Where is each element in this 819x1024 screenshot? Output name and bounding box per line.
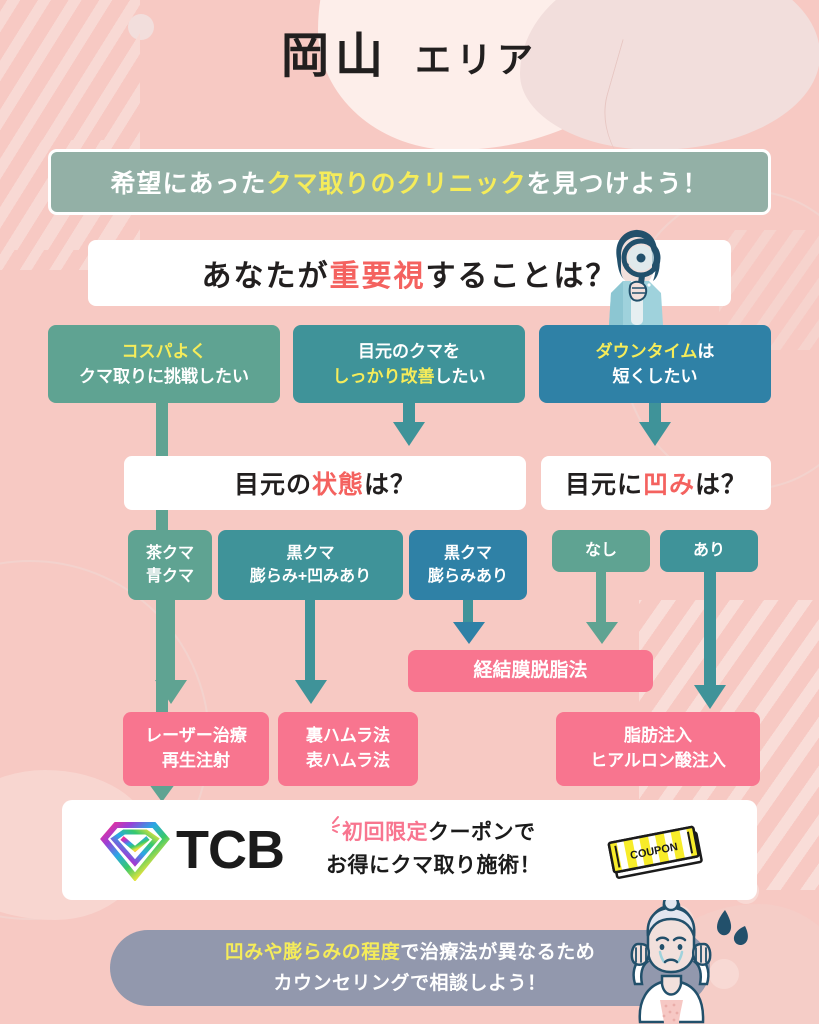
sub-option-black-bulge-hollow[interactable]: 黒クマ 膨らみ+凹みあり bbox=[218, 530, 403, 600]
sub-option-no-hollow[interactable]: なし bbox=[552, 530, 650, 572]
detective-magnifier-icon bbox=[609, 229, 663, 325]
decor-dot bbox=[709, 959, 739, 989]
main-question-accent: 重要視 bbox=[329, 260, 426, 293]
sub-option-line2: 膨らみあり bbox=[427, 568, 508, 585]
result-hamura[interactable]: 裏ハムラ法 表ハムラ法 bbox=[278, 712, 418, 786]
footer-line2: カウンセリングで相談しよう！ bbox=[273, 973, 547, 994]
main-question-prefix: あなたが bbox=[201, 260, 330, 293]
sub-option-brown-blue[interactable]: 茶クマ 青クマ bbox=[128, 530, 212, 600]
connector-arrowhead bbox=[155, 680, 187, 704]
option-line1: 目元のクマを bbox=[358, 341, 460, 361]
tcb-brand-text: TCB bbox=[176, 820, 285, 880]
sub-option-line1: 茶クマ bbox=[145, 544, 194, 562]
promo-accent: 初回限定 bbox=[341, 821, 428, 845]
option-cost-performance[interactable]: コスパよく クマ取りに挑戦したい bbox=[48, 325, 280, 403]
result-line2: 再生注射 bbox=[162, 751, 230, 770]
result-transconjunctival[interactable]: 経結膜脱脂法 bbox=[408, 650, 653, 692]
sub-option-line1: なし bbox=[584, 542, 617, 560]
connector-line bbox=[305, 598, 315, 683]
worried-woman-icon bbox=[630, 900, 712, 1024]
option-improve-dark-circles[interactable]: 目元のクマを しっかり改善したい bbox=[293, 325, 525, 403]
result-line2: ヒアルロン酸注入 bbox=[590, 751, 726, 770]
page-title: 岡山 エリア bbox=[0, 16, 819, 86]
coupon-ticket-icon: COUPON bbox=[607, 825, 703, 879]
footer-accent: 凹みや膨らみの程度 bbox=[224, 941, 401, 963]
connector-line bbox=[704, 570, 716, 690]
option-line2-suffix: したい bbox=[434, 367, 486, 386]
tcb-promo-banner[interactable]: TCB 初回限定クーポンで お得にクマ取り施術！ bbox=[62, 800, 757, 900]
question-suffix: は？ bbox=[695, 471, 748, 499]
question-accent: 凹み bbox=[642, 471, 695, 499]
question-accent: 状態 bbox=[311, 471, 364, 499]
footer-line1: 凹みや膨らみの程度で治療法が異なるため bbox=[225, 937, 596, 968]
connector-arrowhead bbox=[393, 422, 425, 446]
headline-prefix: 希望にあった bbox=[110, 170, 267, 198]
question-eye-hollow: 目元に凹みは？ bbox=[541, 456, 771, 510]
question-prefix: 目元に bbox=[564, 471, 643, 499]
footer-advice-banner: 凹みや膨らみの程度で治療法が異なるため カウンセリングで相談しよう！ bbox=[110, 930, 710, 1006]
option-line2: 短くしたい bbox=[612, 367, 698, 386]
option-short-downtime[interactable]: ダウンタイムは 短くしたい bbox=[539, 325, 771, 403]
result-line1: 裏ハムラ法 bbox=[305, 726, 391, 746]
sub-option-has-hollow[interactable]: あり bbox=[660, 530, 758, 572]
question-suffix: は？ bbox=[364, 471, 417, 499]
connector-line bbox=[649, 400, 661, 428]
result-fat-hyaluronic-injection[interactable]: 脂肪注入 ヒアルロン酸注入 bbox=[556, 712, 760, 786]
footer-rest: で治療法が異なるため bbox=[400, 941, 596, 963]
connector-arrowhead bbox=[639, 422, 671, 446]
option-line1-suffix: は bbox=[697, 341, 715, 361]
region-name: 岡山 bbox=[280, 30, 389, 83]
result-laser-regeneration[interactable]: レーザー治療 再生注射 bbox=[123, 712, 269, 786]
question-prefix: 目元の bbox=[233, 471, 312, 499]
result-line1: 経結膜脱脂法 bbox=[473, 660, 588, 682]
sparkle-icon bbox=[331, 816, 340, 834]
connector-line bbox=[596, 570, 606, 625]
option-line1: ダウンタイムは bbox=[596, 339, 715, 365]
result-line1: レーザー治療 bbox=[145, 726, 247, 746]
area-label: エリア bbox=[415, 39, 539, 80]
connector-arrowhead bbox=[453, 622, 485, 644]
connector-arrowhead bbox=[295, 680, 327, 704]
connector-arrowhead bbox=[694, 685, 726, 709]
promo-line2: お得にクマ取り施術！ bbox=[325, 854, 541, 877]
promo-line1: 初回限定クーポンで bbox=[326, 816, 541, 850]
sub-option-line1: 黒クマ bbox=[443, 544, 492, 562]
connector-line bbox=[165, 598, 175, 683]
sub-option-line2: 膨らみ+凹みあり bbox=[249, 568, 372, 585]
tcb-diamond-logo bbox=[100, 822, 170, 881]
promo-rest: クーポンで bbox=[427, 821, 536, 845]
sub-option-line1: あり bbox=[692, 542, 725, 560]
option-line2-accent: しっかり改善 bbox=[332, 367, 435, 386]
connector-line bbox=[463, 598, 473, 626]
option-line1-accent: ダウンタイム bbox=[595, 341, 698, 361]
headline-suffix: を見つけよう！ bbox=[526, 170, 709, 198]
sweat-drops-icon bbox=[717, 910, 748, 946]
tcb-promo-copy: 初回限定クーポンで お得にクマ取り施術！ bbox=[325, 816, 541, 882]
main-question-suffix: することは？ bbox=[425, 260, 618, 293]
option-line2: クマ取りに挑戦したい bbox=[79, 367, 249, 386]
option-line1: コスパよく bbox=[121, 341, 207, 361]
sub-option-line2: 青クマ bbox=[145, 568, 194, 585]
headline-accent: クマ取りのクリニック bbox=[266, 170, 527, 198]
connector-arrowhead bbox=[586, 622, 618, 644]
headline-banner: 希望にあったクマ取りのクリニックを見つけよう！ bbox=[48, 149, 771, 215]
result-line1: 脂肪注入 bbox=[624, 726, 692, 746]
option-line2: しっかり改善したい bbox=[333, 364, 486, 390]
sub-option-line1: 黒クマ bbox=[286, 544, 335, 562]
result-line2: 表ハムラ法 bbox=[305, 751, 391, 770]
question-eye-condition: 目元の状態は？ bbox=[124, 456, 526, 510]
sub-option-black-bulge[interactable]: 黒クマ 膨らみあり bbox=[409, 530, 527, 600]
connector-line bbox=[403, 400, 415, 428]
